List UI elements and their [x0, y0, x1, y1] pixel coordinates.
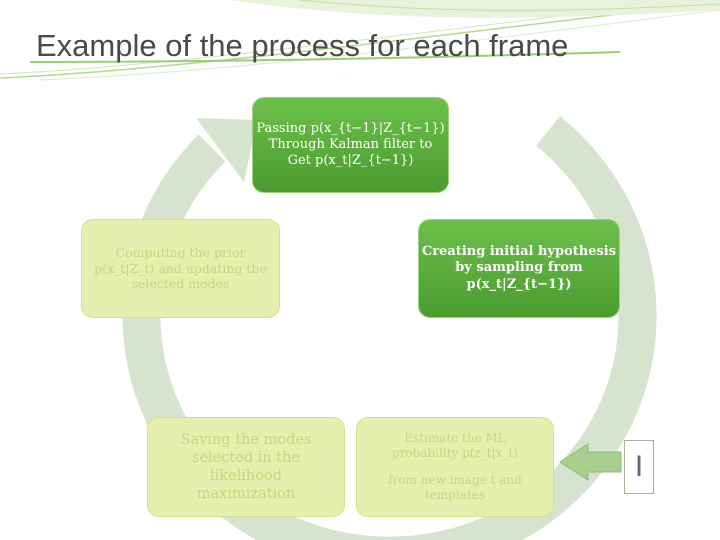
header-swoosh	[39, 9, 720, 81]
save-modes-step: Saving the modes selected in the likelih…	[147, 417, 345, 517]
input-arrow	[559, 443, 622, 481]
step-text: maximization	[196, 486, 296, 503]
title-underline	[29, 51, 621, 63]
step-text: Saving the modes	[180, 431, 312, 448]
step-text: by sampling from	[455, 260, 583, 276]
step-text: Passing p(x_{t−1}|Z_{t−1})	[256, 120, 445, 136]
step-text: templates	[424, 488, 486, 502]
step-text: Get p(x_t|Z_{t−1})	[287, 153, 414, 169]
prior-computation-step: Computing the prior p(x_t|Z_t) and updat…	[81, 219, 280, 318]
step-text: Creating initial hypothesis	[421, 244, 617, 260]
step-text: p(x_t|Z_{t−1})	[466, 276, 572, 292]
step-text: likelihood	[210, 468, 282, 484]
step-text: selected in the	[192, 449, 300, 466]
hypothesis-sampling-step: Creating initial hypothesis by sampling …	[418, 219, 620, 318]
input-image-box: I	[624, 440, 654, 494]
step-text: p(x_t|Z_t) and updating the	[94, 260, 267, 276]
slide-title: Example of the process for each frame	[36, 28, 569, 63]
step-text: selected modes	[131, 276, 230, 292]
step-text: Estimate the ML	[404, 431, 506, 445]
cycle-arrow-head	[196, 118, 257, 182]
step-text: probability p(z_t|x_t)	[392, 446, 518, 460]
kalman-filter-step: Passing p(x_{t−1}|Z_{t−1}) Through Kalma…	[252, 97, 449, 193]
header-swoosh	[0, 1, 720, 79]
step-text: Through Kalman filter to	[268, 136, 433, 152]
step-text: Computing the prior	[115, 245, 246, 261]
step-text: from new image t and	[388, 473, 522, 487]
header-swoosh	[299, 0, 720, 11]
header-swoosh	[230, 0, 720, 18]
ml-estimation-step: Estimate the ML probability p(z_t|x_t) f…	[356, 417, 554, 517]
